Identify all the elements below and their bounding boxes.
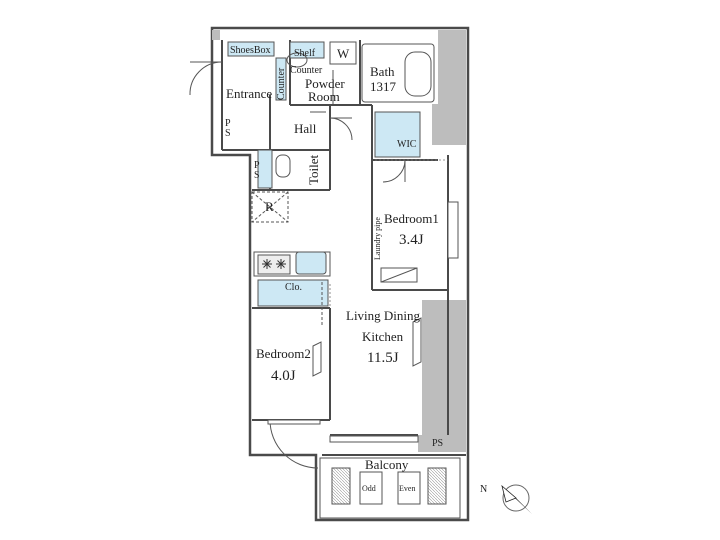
bedroom1-size-label: 3.4J [399,232,424,248]
even-label: Even [399,484,415,493]
room-labels: ShoesBox Shelf W Counter Counter Powder … [225,45,443,493]
closet-rails [329,159,448,306]
ps-upper-label-2: S [225,128,231,139]
powder-room-label-1: Powder [305,76,345,91]
odd-label: Odd [362,484,376,493]
shoes-box-label: ShoesBox [230,45,271,56]
sliding-doors [267,201,459,443]
ps-upper-label-1: P [225,118,231,129]
refrigerator-label: R [265,199,274,214]
north-label: N [480,484,487,495]
bath-label: Bath [370,64,395,79]
cooktop [262,259,286,269]
bedroom2-size-label: 4.0J [271,368,296,384]
ps-left-label-2: S [254,170,260,181]
living-label-2: Kitchen [362,329,404,344]
closet-label: Clo. [285,282,302,293]
counter-vertical-label: Counter [276,67,287,100]
bedroom1-label: Bedroom1 [384,211,439,226]
wic-label: WIC [397,139,417,150]
living-size-label: 11.5J [367,350,399,366]
laundry-pipe-label: Laundry pipe [373,217,382,260]
storage-areas [227,41,421,307]
structural-columns [212,30,466,452]
fixtures [251,41,435,283]
counter-label: Counter [290,65,323,76]
north-arrow: N [480,484,532,514]
powder-room-label-2: Room [308,89,340,104]
washer-label: W [337,46,350,61]
hall-label: Hall [294,121,317,136]
bedroom2-label: Bedroom2 [256,346,311,361]
exterior-walls [210,26,470,522]
balcony-label: Balcony [365,457,409,472]
living-label-1: Living Dining [346,308,421,323]
toilet-label: Toilet [306,154,321,185]
balcony [319,457,461,519]
bath-size-label: 1317 [370,79,397,94]
ps-left-label-1: P [254,160,260,171]
shelf-label: Shelf [294,48,316,59]
entrance-label: Entrance [226,86,272,101]
ps-right-label: PS [432,438,443,449]
